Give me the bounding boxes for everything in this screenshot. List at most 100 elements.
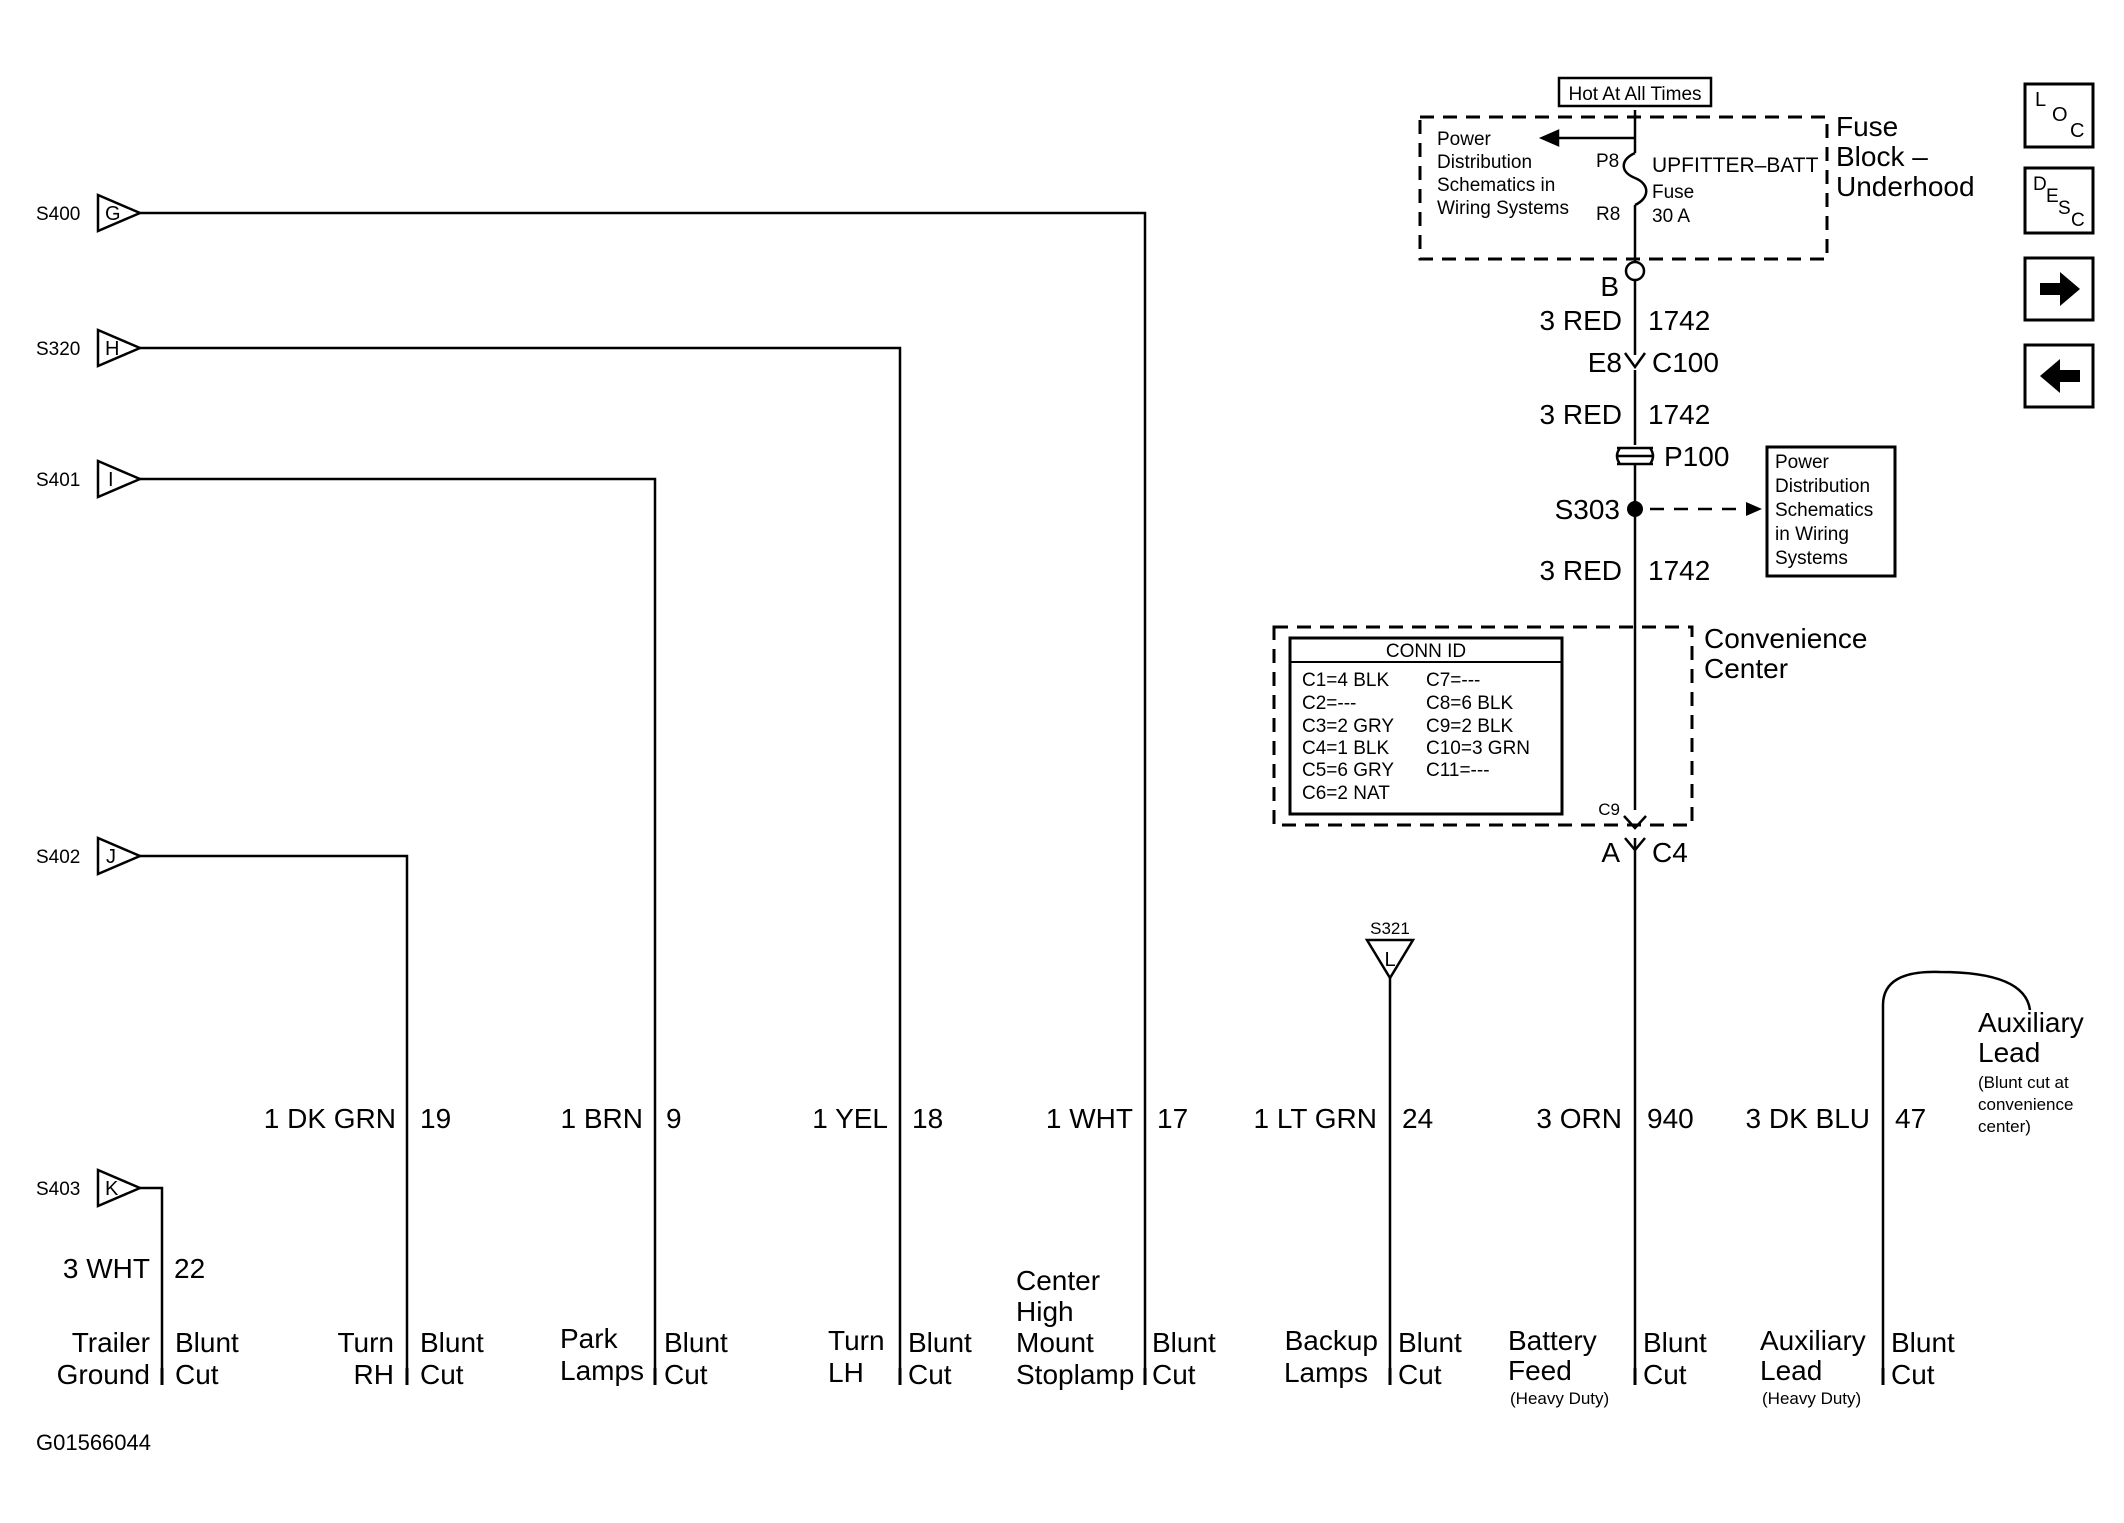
term-trailer-ground-1: Trailer — [72, 1327, 150, 1358]
term-chmsl-4: Stoplamp — [1016, 1359, 1134, 1390]
wire-color-9: 1 BRN — [561, 1103, 643, 1134]
p100-label: P100 — [1664, 441, 1729, 472]
term-turn-lh-2: LH — [828, 1357, 864, 1388]
term-aux-cut-2: Cut — [1891, 1359, 1935, 1390]
wire-color-47: 3 DK BLU — [1746, 1103, 1871, 1134]
fuse-name: UPFITTER–BATT — [1652, 154, 1819, 177]
pin-p8: P8 — [1596, 151, 1619, 172]
aux-note-2: convenience — [1978, 1095, 2073, 1114]
aux-note-title-1: Auxiliary — [1978, 1007, 2084, 1038]
c100-name: C100 — [1652, 347, 1719, 378]
c4-label: C4 — [1652, 837, 1688, 868]
pd-ref-5: Systems — [1775, 548, 1848, 569]
svg-text:C: C — [2070, 120, 2084, 142]
term-chmsl-2: High — [1016, 1296, 1074, 1327]
wire-circuit-24: 24 — [1402, 1103, 1433, 1134]
splice-s401-id: S401 — [36, 470, 80, 491]
pd-ref-2: Distribution — [1775, 476, 1870, 497]
splice-s320-id: S320 — [36, 339, 80, 360]
pin-r8: R8 — [1596, 204, 1620, 225]
term-turn-rh-2: RH — [354, 1359, 394, 1390]
terminal-ticks — [160, 1368, 1885, 1385]
wire3-color: 3 RED — [1540, 555, 1622, 586]
loc-button[interactable] — [2023, 82, 2095, 149]
term-battery-cut-2: Cut — [1643, 1359, 1687, 1390]
splice-s403-id: S403 — [36, 1179, 80, 1200]
fuse-block-title-1: Fuse — [1836, 111, 1898, 142]
term-trailer-cut-2: Cut — [175, 1359, 219, 1390]
splice-flag-s400 — [96, 193, 144, 233]
wire1-color: 3 RED — [1540, 305, 1622, 336]
term-turn-rh-cut-1: Blunt — [420, 1327, 484, 1358]
figure-id: G01566044 — [36, 1430, 151, 1455]
wire-color-22: 3 WHT — [63, 1253, 150, 1284]
wire-color-17: 1 WHT — [1046, 1103, 1133, 1134]
arrow-right-icon — [2040, 272, 2080, 306]
term-battery-sub: (Heavy Duty) — [1510, 1389, 1609, 1408]
wire2-color: 3 RED — [1540, 399, 1622, 430]
term-chmsl-cut-2: Cut — [1152, 1359, 1196, 1390]
term-park-cut-2: Cut — [664, 1359, 708, 1390]
desc-button[interactable] — [2023, 166, 2095, 235]
splice-flag-s321 — [1364, 938, 1416, 981]
conn-c4: C4=1 BLK — [1302, 738, 1389, 759]
s303-splice-dot — [1627, 501, 1643, 517]
wire3-circuit: 1742 — [1648, 555, 1710, 586]
wire-circuit-18: 18 — [912, 1103, 943, 1134]
svg-text:L: L — [2035, 89, 2046, 111]
wire-color-940: 3 ORN — [1536, 1103, 1622, 1134]
term-backup-2: Lamps — [1284, 1357, 1368, 1388]
pd-ref-4: in Wiring — [1775, 524, 1849, 545]
term-trailer-cut-1: Blunt — [175, 1327, 239, 1358]
term-park-cut-1: Blunt — [664, 1327, 728, 1358]
svg-text:O: O — [2052, 104, 2068, 126]
wire-s402 — [140, 854, 409, 1375]
conn-c2: C2=--- — [1302, 693, 1356, 714]
wire-circuit-17: 17 — [1157, 1103, 1188, 1134]
term-battery-cut-1: Blunt — [1643, 1327, 1707, 1358]
term-backup-1: Backup — [1285, 1325, 1378, 1356]
conn-c8: C8=6 BLK — [1426, 693, 1513, 714]
conn-c9: C9=2 BLK — [1426, 716, 1513, 737]
term-aux-sub: (Heavy Duty) — [1762, 1389, 1861, 1408]
nav-buttons: L O C D E S C — [2023, 82, 2095, 409]
splice-s402-letter: J — [106, 846, 116, 868]
wire-s320 — [140, 346, 902, 1375]
conn-c11: C11=--- — [1426, 760, 1490, 781]
wire-circuit-22: 22 — [174, 1253, 205, 1284]
fuse-block-title-2: Block – — [1836, 141, 1928, 172]
wire-s403 — [140, 1186, 164, 1375]
svg-text:C: C — [2071, 210, 2085, 231]
splice-s402-id: S402 — [36, 847, 80, 868]
wire2-circuit: 1742 — [1648, 399, 1710, 430]
wire1-circuit: 1742 — [1648, 305, 1710, 336]
s303-label: S303 — [1555, 494, 1620, 525]
wire-color-18: 1 YEL — [812, 1103, 888, 1134]
splice-s400-letter: G — [105, 203, 121, 225]
wire-s400 — [140, 211, 1147, 1375]
term-battery-1: Battery — [1508, 1325, 1597, 1356]
terminal-b-label: B — [1600, 271, 1619, 302]
fuse-ref-2: Distribution — [1437, 152, 1532, 173]
desc-icon: D E S C — [2033, 174, 2085, 231]
c100-pin: E8 — [1588, 347, 1622, 378]
fuse-block-title-3: Underhood — [1836, 171, 1975, 202]
splice-s401-letter: I — [108, 469, 114, 491]
c100-connector — [1623, 352, 1647, 370]
aux-note-title-2: Lead — [1978, 1037, 2040, 1068]
wire-circuit-940: 940 — [1647, 1103, 1694, 1134]
conn-c10: C10=3 GRN — [1426, 738, 1530, 759]
term-aux-cut-1: Blunt — [1891, 1327, 1955, 1358]
splice-flag-s402 — [96, 836, 144, 876]
convenience-center-box — [1272, 625, 1694, 827]
wire-color-24: 1 LT GRN — [1254, 1103, 1377, 1134]
svg-text:D: D — [2033, 174, 2047, 195]
splice-flag-s320 — [96, 328, 144, 368]
arrow-left-icon — [2040, 359, 2080, 393]
splice-flag-s403 — [96, 1168, 144, 1208]
conn-c5: C5=6 GRY — [1302, 760, 1394, 781]
wire-s401 — [140, 477, 657, 1375]
conn-id-box — [1288, 636, 1564, 816]
term-turn-lh-1: Turn — [828, 1325, 885, 1356]
fuse-symbol — [1622, 151, 1648, 207]
